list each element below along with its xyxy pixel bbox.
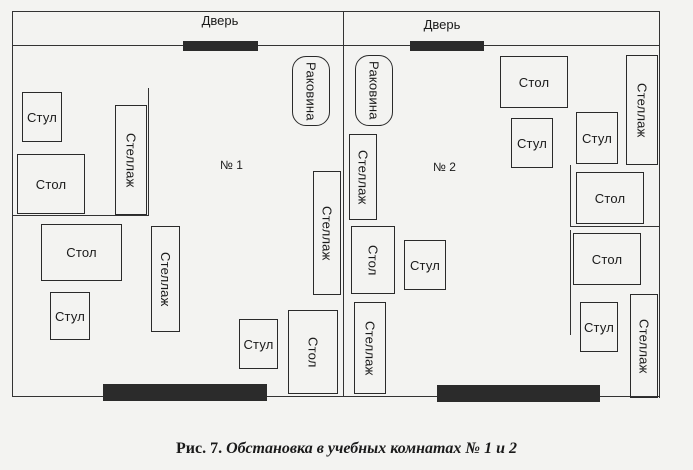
room-divider-wall [343, 11, 345, 397]
room2-partition-horizontal [570, 226, 660, 228]
room1-chair-1: Стул [22, 92, 62, 142]
door-room2 [410, 41, 484, 51]
room1-shelf-1: Стеллаж [115, 105, 147, 215]
room2-shelf-1: Стеллаж [349, 134, 377, 220]
door-room1 [183, 41, 258, 51]
room1-sink: Раковина [292, 56, 330, 126]
room2-shelf-4: Стеллаж [630, 294, 658, 398]
room2-chair-1: Стул [404, 240, 446, 290]
room-number-1: № 1 [220, 158, 243, 172]
room1-table-2: Стол [41, 224, 122, 281]
room2-chair-4: Стул [580, 302, 618, 352]
room2-partition-lower [570, 230, 572, 335]
caption-title: Обстановка в учебных комнатах № 1 и 2 [226, 440, 517, 457]
room2-partition-upper [570, 165, 572, 227]
room1-shelf-2: Стеллаж [151, 226, 180, 332]
figure-caption: Рис. 7. Обстановка в учебных комнатах № … [0, 440, 693, 458]
room2-table-1: Стол [351, 226, 395, 294]
top-inner-wall [12, 45, 660, 47]
room2-chair-2: Стул [511, 118, 553, 168]
room1-shelf-3: Стеллаж [313, 171, 341, 295]
room2-chair-3: Стул [576, 112, 618, 164]
right-wall [659, 11, 661, 398]
room2-sink: Раковина [355, 55, 393, 126]
room2-table-4: Стол [573, 233, 641, 285]
room2-shelf-3: Стеллаж [626, 55, 658, 165]
caption-figure-number: Рис. 7. [176, 440, 223, 457]
door-label-room1: Дверь [201, 13, 239, 28]
room-number-2: № 2 [433, 160, 456, 174]
room1-table-3: Стол [288, 310, 338, 394]
bottom-wall [12, 396, 660, 398]
room1-chair-2: Стул [50, 292, 90, 340]
top-outer-wall [12, 11, 660, 13]
room1-partition-horizontal [12, 215, 149, 217]
door-label-room2: Дверь [423, 17, 461, 32]
room1-partition-vertical [148, 88, 150, 216]
room2-table-3: Стол [576, 172, 644, 224]
room2-shelf-2: Стеллаж [354, 302, 386, 394]
left-wall [12, 11, 14, 396]
room2-table-2: Стол [500, 56, 568, 108]
room1-table-1: Стол [17, 154, 85, 214]
window-room2 [437, 385, 600, 402]
window-room1 [103, 384, 267, 401]
room1-chair-3: Стул [239, 319, 278, 369]
